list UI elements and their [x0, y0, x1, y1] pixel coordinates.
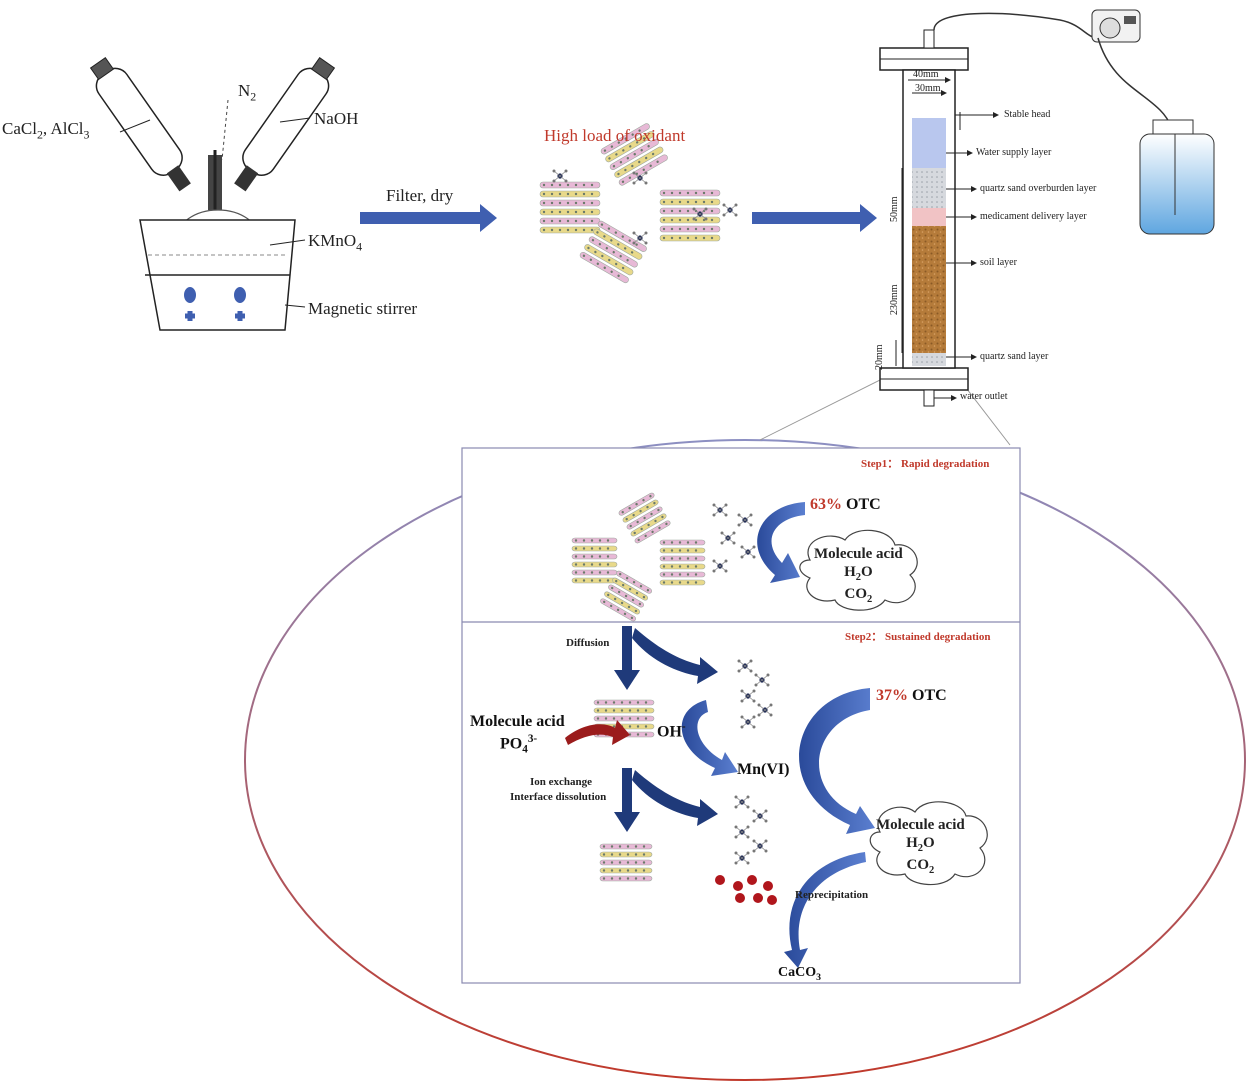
arrow-filter-dry — [360, 204, 497, 232]
cloud-step1 — [799, 529, 918, 611]
ldh-stack-bottom — [599, 843, 653, 882]
curve-arrow-step1 — [757, 502, 805, 583]
reprecipitation-arrow — [784, 852, 866, 968]
cloud-step2 — [869, 801, 988, 886]
molecules-step2-bottom — [734, 795, 768, 865]
red-arrow — [565, 720, 630, 745]
zoom-ellipse — [244, 439, 1246, 1081]
molecules-step1 — [712, 503, 756, 573]
zoom-line-right — [959, 379, 1011, 446]
arrow-to-column — [752, 204, 877, 232]
ldh-cluster-top — [539, 123, 738, 284]
pump-and-reservoir — [933, 9, 1215, 235]
zoom-line-left — [759, 369, 901, 441]
molecules-step2-top — [737, 659, 773, 729]
soil-column — [879, 29, 999, 407]
reaction-apparatus — [89, 56, 336, 331]
ldh-cluster-step1 — [571, 492, 706, 622]
precipitate-dots — [715, 875, 777, 905]
big-curve-arrow-step2 — [799, 688, 875, 834]
diffusion-arrows — [614, 626, 718, 832]
curve-arrow-oh — [681, 700, 738, 776]
